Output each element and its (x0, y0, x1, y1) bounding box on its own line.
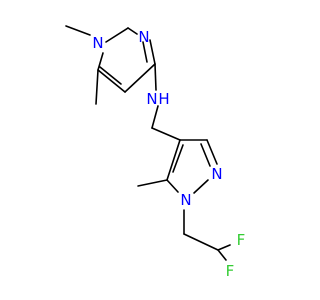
bond (166, 139, 181, 181)
structure-svg: N N N H N N F F (65, 25, 246, 280)
bond (105, 27, 129, 43)
bond (193, 179, 209, 194)
bond (154, 63, 157, 91)
molecule-diagram: N N N H N N F F (65, 25, 246, 280)
bond (151, 127, 181, 141)
bond (95, 69, 99, 105)
bond (172, 144, 184, 173)
bond (97, 69, 126, 93)
bond (65, 25, 91, 36)
bond (200, 143, 211, 167)
atom-label-n: N (92, 34, 103, 52)
atom-label-f: F (237, 231, 246, 249)
bond (183, 233, 219, 251)
bond (99, 66, 122, 85)
atom-label-f: F (226, 262, 235, 280)
bond (142, 41, 148, 63)
atom-label-n: N (211, 165, 222, 183)
atom-label-n: N (146, 90, 157, 108)
atom-label-n: N (138, 28, 149, 46)
bond (137, 179, 168, 187)
bond (166, 179, 179, 193)
bond (217, 244, 231, 251)
bond (206, 139, 218, 165)
bond (151, 105, 159, 129)
bond (149, 39, 156, 65)
bond (127, 27, 138, 35)
atom-label-h: H (158, 90, 169, 108)
bond (124, 63, 156, 93)
bond (97, 52, 104, 71)
bond (217, 249, 227, 261)
atom-label-n: N (180, 191, 191, 209)
